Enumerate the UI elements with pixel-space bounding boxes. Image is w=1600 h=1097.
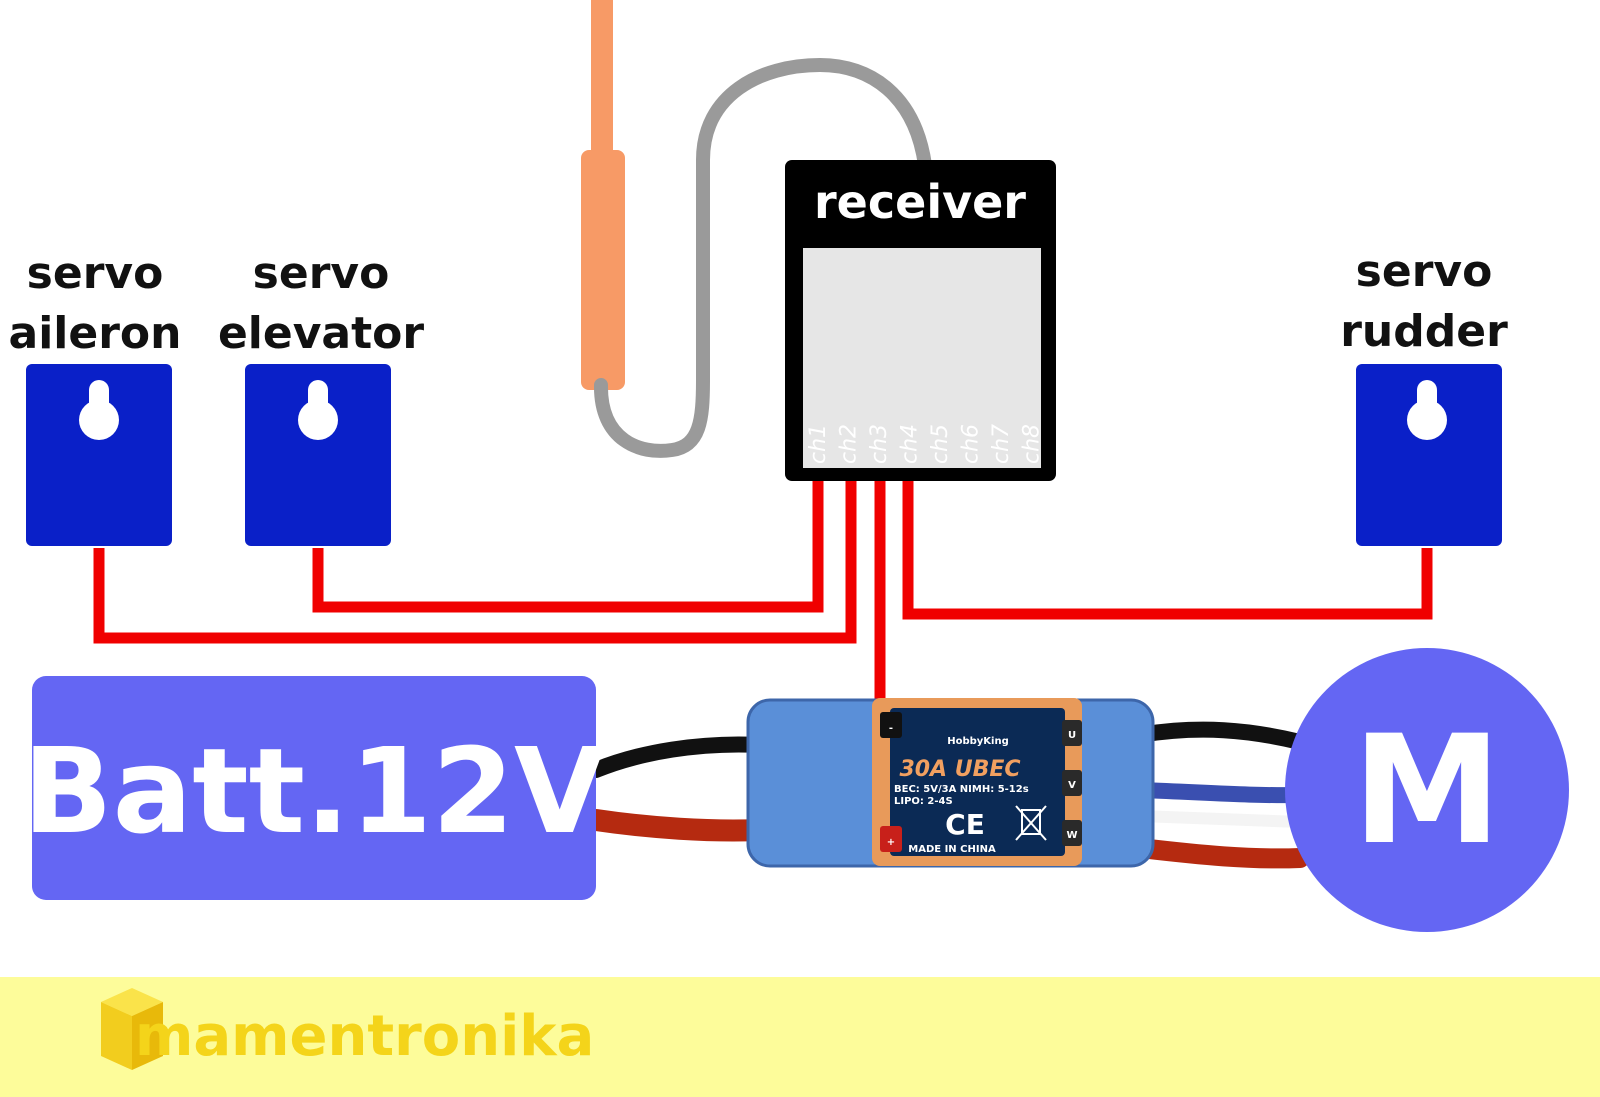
signal-wires: [93, 481, 1433, 700]
esc-phase-v: V: [1068, 780, 1076, 791]
esc-origin: MADE IN CHINA: [908, 844, 996, 855]
receiver-channel-ch2: ch2: [837, 424, 862, 464]
receiver-panel: [803, 248, 1041, 468]
weee-bin-icon: [1015, 805, 1047, 841]
esc-pin-minus-box: [880, 712, 902, 738]
footer-brand: mamentronika: [135, 1004, 594, 1069]
battery-label: Batt.12V: [23, 722, 606, 860]
wire-elevator-ch1: [312, 481, 824, 613]
receiver-channel-ch5: ch5: [928, 424, 953, 464]
servo-rudder-label-line2: rudder: [1340, 306, 1508, 357]
motor-lead-blue: [1132, 782, 1308, 804]
servo-rudder-label-line1: servo: [1356, 246, 1493, 297]
antenna-cable: [593, 57, 932, 458]
servo-rudder-body: [1356, 364, 1502, 546]
esc-ce-mark: CE: [945, 808, 985, 841]
wire-rudder-ch4: [902, 481, 1433, 620]
battery-lead-black: [588, 736, 768, 778]
antenna-sleeve: [581, 150, 625, 390]
esc: - + HobbyKing 30A UBEC BEC: 5V/3A NIMH: …: [746, 698, 1155, 868]
servo-aileron-horn-icon: [79, 380, 119, 440]
receiver-channel-ch8: ch8: [1020, 424, 1045, 464]
esc-pin-plus-box: [880, 826, 902, 852]
footer-band: [0, 977, 1600, 1097]
battery: Batt.12V: [23, 676, 606, 900]
antenna-wire: [591, 0, 613, 160]
servo-aileron-body: [26, 364, 172, 546]
esc-phase-u: U: [1068, 730, 1076, 741]
servo-elevator-label-line1: servo: [253, 248, 390, 299]
servo-aileron-label-line2: aileron: [9, 308, 182, 359]
servo-elevator-horn-icon: [298, 380, 338, 440]
motor-label: M: [1352, 704, 1501, 878]
wire-aileron-ch2: [93, 481, 857, 644]
battery-body: [32, 676, 596, 900]
esc-phase-pins: U V W: [1062, 720, 1082, 846]
motor-lead-red: [1130, 838, 1310, 869]
esc-pin-minus: -: [889, 723, 893, 734]
receiver-channel-ch7: ch7: [989, 424, 1014, 464]
esc-spec-line2: LIPO: 2-4S: [894, 796, 953, 807]
esc-spec-line1: BEC: 5V/3A NIMH: 5-12s: [894, 784, 1029, 795]
yellow-cube-icon: [101, 988, 163, 1070]
receiver-channel-ch6: ch6: [959, 424, 984, 464]
esc-phase-w: W: [1066, 830, 1077, 841]
receiver-channel-ch3: ch3: [867, 424, 892, 464]
esc-brand: HobbyKing: [947, 736, 1009, 747]
receiver-title: receiver: [814, 175, 1026, 229]
motor-lead-black: [1132, 721, 1308, 750]
servo-rudder: servo rudder: [1340, 246, 1508, 546]
receiver-channel-ch4: ch4: [898, 424, 923, 464]
esc-pin-plus: +: [887, 837, 895, 848]
motor-lead-white: [1134, 810, 1306, 828]
servo-elevator-label-line2: elevator: [218, 308, 424, 359]
esc-leads: [585, 721, 1310, 869]
battery-lead-red: [585, 809, 771, 842]
servo-elevator: servo elevator: [218, 248, 424, 546]
motor-body: [1285, 648, 1569, 932]
servo-rudder-horn-icon: [1407, 380, 1447, 440]
servo-elevator-body: [245, 364, 391, 546]
servo-aileron: servo aileron: [9, 248, 182, 546]
esc-model: 30A UBEC: [899, 757, 1020, 782]
receiver-channel-ch1: ch1: [806, 424, 831, 464]
servo-aileron-label-line1: servo: [27, 248, 164, 299]
motor: M: [1285, 648, 1569, 932]
